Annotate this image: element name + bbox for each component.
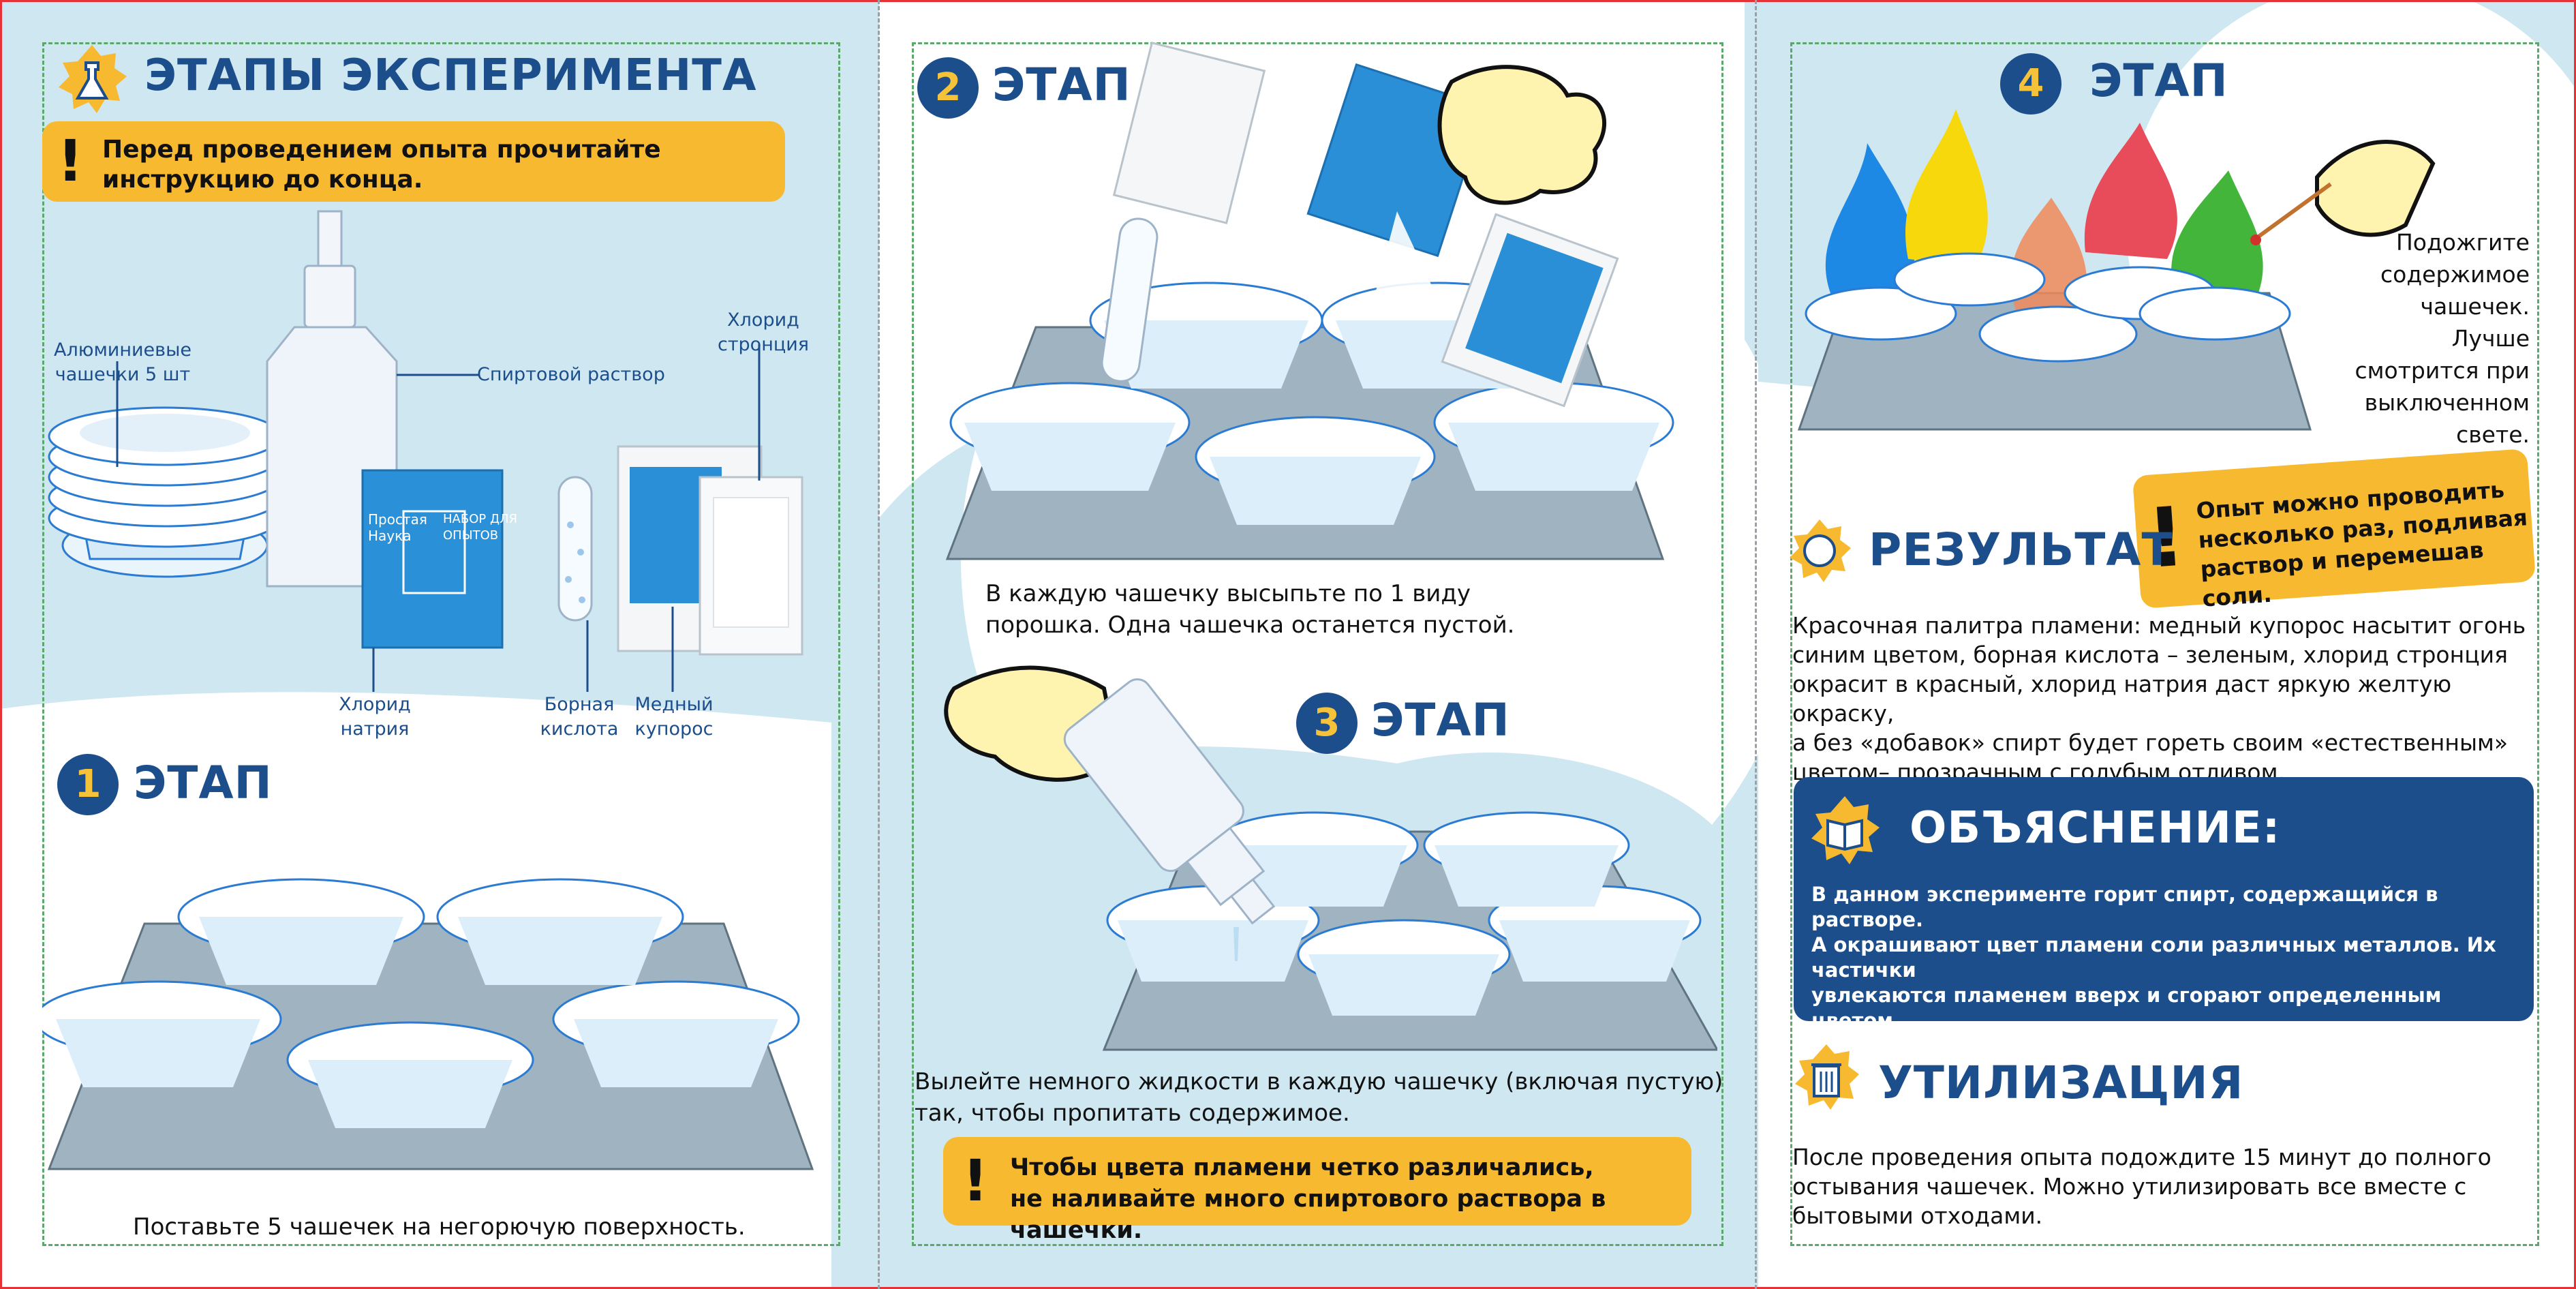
result-text-4: а без «добавок» спирт будет гореть своим… xyxy=(1792,729,2509,756)
packet-name-1: НАБОР ДЛЯ xyxy=(443,512,518,526)
warning-note-dosage: ! Чтобы цвета пламени четко различались,… xyxy=(943,1137,1691,1244)
result-title: РЕЗУЛЬТАТ xyxy=(1869,524,2173,576)
step-2-text-1: В каждую чашечку высыпьте по 1 виду xyxy=(985,580,1471,607)
fold-line-left xyxy=(878,0,880,1289)
step-4-text-4: Лучше xyxy=(2451,325,2530,352)
exclamation-icon: ! xyxy=(57,127,84,194)
step-3-text-2: так, чтобы пропитать содержимое. xyxy=(915,1100,1350,1127)
label-boric-1: Борная xyxy=(544,694,615,715)
step-3-label: ЭТАП xyxy=(1371,694,1510,746)
step-4-text-7: свете. xyxy=(2456,421,2530,448)
step-1-label: ЭТАП xyxy=(134,757,273,809)
fold-line-right xyxy=(1755,0,1757,1289)
packet-brand-2: Наука xyxy=(368,528,412,544)
dosage-warning-1: Чтобы цвета пламени четко различались, xyxy=(1010,1154,1594,1181)
label-spirit: Спиртовой раствор xyxy=(477,364,665,385)
panel-stages xyxy=(42,42,840,1246)
warning-line-1: Перед проведением опыта прочитайте xyxy=(102,136,661,164)
label-nacl-2: натрия xyxy=(340,718,410,740)
disposal-text-2: остывания чашечек. Можно утилизировать в… xyxy=(1792,1173,2467,1200)
label-strontium-1: Хлорид xyxy=(727,309,799,331)
step-2-illustration xyxy=(945,42,1674,560)
warning-note-read: ! Перед проведением опыта прочитайте инс… xyxy=(42,121,785,202)
label-copper-2: купорос xyxy=(634,718,714,740)
step-2-label: ЭТАП xyxy=(992,59,1131,111)
label-boric-2: кислота xyxy=(540,718,619,740)
label-cups-2: чашечки 5 шт xyxy=(55,364,191,385)
disposal-title: УТИЛИЗАЦИЯ xyxy=(1878,1057,2244,1109)
label-cups-1: Алюминиевые xyxy=(53,339,192,361)
step-4-number: 4 xyxy=(2000,53,2061,115)
explanation-box: ОБЪЯСНЕНИЕ: В данном эксперименте горит … xyxy=(1794,777,2534,1108)
step-4-text-2: содержимое xyxy=(2380,261,2530,288)
step-4-text-3: чашечек. xyxy=(2420,293,2530,320)
disposal-text-3: бытовыми отходами. xyxy=(1792,1202,2043,1229)
result-text-3: окрасит в красный, хлорид натрия даст яр… xyxy=(1792,671,2452,727)
book-icon xyxy=(1811,796,1880,864)
result-text-2: синим цветом, борная кислота – зеленым, … xyxy=(1792,641,2508,668)
page-title: ЭТАПЫ ЭКСПЕРИМЕНТА xyxy=(144,50,757,101)
explanation-text-1: В данном эксперименте горит спирт, содер… xyxy=(1811,883,2438,931)
step-1-cups-illustration xyxy=(42,878,814,1170)
exclamation-icon: ! xyxy=(962,1147,989,1214)
cups-stack xyxy=(48,406,282,578)
result-icon xyxy=(1790,519,1851,582)
step-2-number: 2 xyxy=(917,57,979,119)
salt-sachet xyxy=(361,469,504,649)
explanation-text-5: в пламя, тем более ярким получается цвет… xyxy=(1811,1085,2314,1108)
kit-illustration xyxy=(48,210,803,692)
step-1-text: Поставьте 5 чашечек на негорючую поверхн… xyxy=(133,1213,746,1241)
flames-illustration xyxy=(1797,109,2436,431)
tip-note-repeat: ! Опыт можно проводить несколько раз, по… xyxy=(2132,449,2536,612)
result-text-1: Красочная палитра пламени: медный купоро… xyxy=(1792,612,2526,639)
flask-icon xyxy=(59,45,127,113)
explanation-text-4: И чем больше частичек соли определенного… xyxy=(1811,1034,2433,1082)
trash-icon xyxy=(1795,1044,1859,1110)
step-4-text-1: Подожгите xyxy=(2395,229,2530,256)
step-3-number: 3 xyxy=(1296,693,1358,754)
packet-brand-1: Простая xyxy=(368,511,427,528)
step-3-illustration xyxy=(944,665,1717,1051)
warning-line-2: инструкцию до конца. xyxy=(102,166,423,194)
label-nacl-1: Хлорид xyxy=(339,694,411,715)
disposal-text-1: После проведения опыта подождите 15 мину… xyxy=(1792,1144,2491,1170)
packet-name-2: ОПЫТОВ xyxy=(443,528,499,543)
label-copper-1: Медный xyxy=(634,694,714,715)
step-4-text-5: смотрится при xyxy=(2355,357,2530,384)
step-2-text-2: порошка. Одна чашечка останется пустой. xyxy=(985,611,1515,639)
dosage-warning-2: не наливайте много спиртового раствора в… xyxy=(1010,1185,1606,1244)
step-1-number: 1 xyxy=(57,754,119,815)
step-4-text-6: выключенном xyxy=(2364,389,2530,416)
step-4-label: ЭТАП xyxy=(2089,55,2228,107)
explanation-text-2: А окрашивают цвет пламени соли различных… xyxy=(1811,933,2496,982)
explanation-text-3: увлекаются пламенем вверх и сгорают опре… xyxy=(1811,984,2442,1032)
label-strontium-2: стронция xyxy=(717,334,810,355)
panel-steps-2-3 xyxy=(912,42,1723,1246)
explanation-title: ОБЪЯСНЕНИЕ: xyxy=(1910,803,2281,853)
boric-tube xyxy=(557,476,593,622)
panel-results xyxy=(1790,42,2539,1246)
step-3-text-1: Вылейте немного жидкости в каждую чашечк… xyxy=(915,1068,1723,1095)
